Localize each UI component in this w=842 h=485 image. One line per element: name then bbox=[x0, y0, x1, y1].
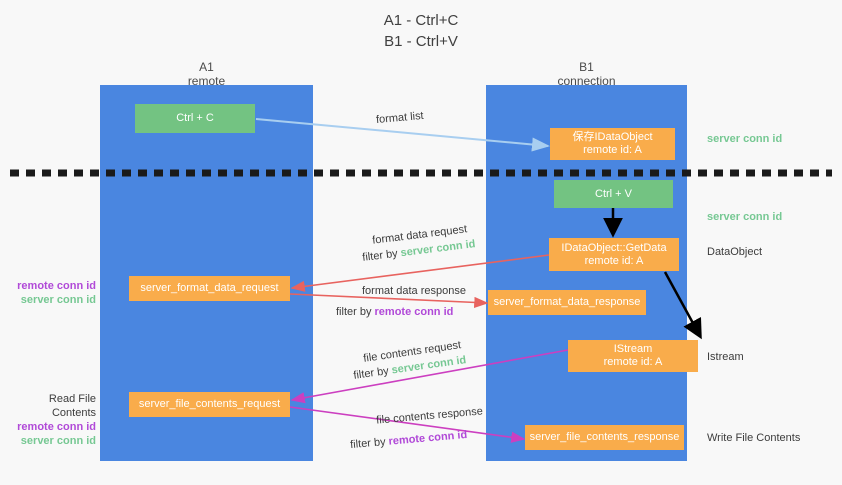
edge-label-file-contents-response-filter: filter by remote conn id bbox=[350, 428, 468, 452]
label-read-file-contents: Read File Contents bbox=[48, 393, 96, 419]
box-server-file-contents-request-label: server_file_contents_request bbox=[138, 398, 281, 410]
box-ctrl-v[interactable]: Ctrl + V bbox=[554, 180, 673, 208]
edge-label-format-data-response: format data response bbox=[362, 285, 466, 297]
label-dataobject: DataObject bbox=[707, 246, 763, 258]
column-b1-name: B1 bbox=[579, 60, 594, 74]
edge-label-format-data-response-filter: filter by remote conn id bbox=[336, 305, 453, 319]
column-a1-name: A1 bbox=[199, 60, 214, 74]
column-b1-sub: connection bbox=[557, 74, 616, 88]
box-server-file-contents-response[interactable]: server_file_contents_response bbox=[525, 425, 684, 450]
label-remote-conn-id-1: remote conn id bbox=[17, 280, 96, 292]
box-server-format-data-request[interactable]: server_format_data_request bbox=[129, 276, 290, 301]
label-server-conn-id-2: server conn id bbox=[20, 435, 96, 447]
filter-key-remote-conn-id-1: remote conn id bbox=[374, 306, 454, 318]
box-server-format-data-response-label: server_format_data_response bbox=[493, 296, 641, 308]
title-line-1: A1 - Ctrl+C bbox=[383, 12, 459, 29]
label-group-file-contents: Read File Contents remote conn id server… bbox=[8, 392, 96, 448]
box-getdata-line2: remote id: A bbox=[584, 254, 644, 267]
filter-prefix-3: filter by bbox=[352, 364, 393, 382]
box-ctrl-v-label: Ctrl + V bbox=[595, 187, 632, 200]
box-save-idataobject-line1: 保存IDataObject bbox=[572, 131, 653, 143]
column-header-a1: A1 remote bbox=[100, 60, 313, 88]
box-server-format-data-request-label: server_format_data_request bbox=[140, 282, 279, 294]
label-remote-conn-id-2: remote conn id bbox=[17, 421, 96, 433]
filter-prefix-2: filter by bbox=[336, 306, 375, 318]
box-ctrl-c-label: Ctrl + C bbox=[176, 112, 214, 124]
box-istream[interactable]: IStream remote id: A bbox=[568, 340, 698, 372]
filter-prefix-4: filter by bbox=[349, 435, 390, 452]
edge-label-file-contents-response: file contents response bbox=[375, 405, 484, 427]
edge-label-format-list: format list bbox=[375, 109, 425, 127]
label-group-format-data: remote conn id server conn id bbox=[8, 279, 96, 307]
box-istream-line2: remote id: A bbox=[603, 356, 663, 368]
column-header-b1: B1 connection bbox=[486, 60, 687, 88]
box-server-file-contents-request[interactable]: server_file_contents_request bbox=[129, 392, 290, 417]
label-istream: Istream bbox=[707, 351, 744, 363]
filter-prefix-1: filter by bbox=[361, 247, 402, 264]
box-ctrl-c[interactable]: Ctrl + C bbox=[135, 104, 255, 133]
box-save-idataobject[interactable]: 保存IDataObject remote id: A bbox=[550, 128, 675, 160]
title-line-2: B1 - Ctrl+V bbox=[384, 33, 458, 50]
label-write-file-contents: Write File Contents bbox=[707, 432, 801, 444]
label-server-conn-id-1: server conn id bbox=[20, 294, 96, 306]
box-getdata-line1: IDataObject::GetData bbox=[561, 241, 667, 254]
box-idataobject-getdata[interactable]: IDataObject::GetData remote id: A bbox=[549, 238, 679, 271]
box-istream-line1: IStream bbox=[613, 343, 653, 355]
column-a1-sub: remote bbox=[187, 74, 226, 88]
label-server-conn-id-top: server conn id bbox=[707, 133, 783, 145]
label-server-conn-id-mid: server conn id bbox=[707, 211, 783, 223]
box-server-format-data-response[interactable]: server_format_data_response bbox=[488, 290, 646, 315]
diagram-title: A1 - Ctrl+C B1 - Ctrl+V bbox=[0, 10, 842, 52]
box-save-idataobject-line2: remote id: A bbox=[583, 144, 642, 156]
filter-key-remote-conn-id-2: remote conn id bbox=[388, 428, 468, 448]
box-server-file-contents-response-label: server_file_contents_response bbox=[529, 431, 680, 443]
